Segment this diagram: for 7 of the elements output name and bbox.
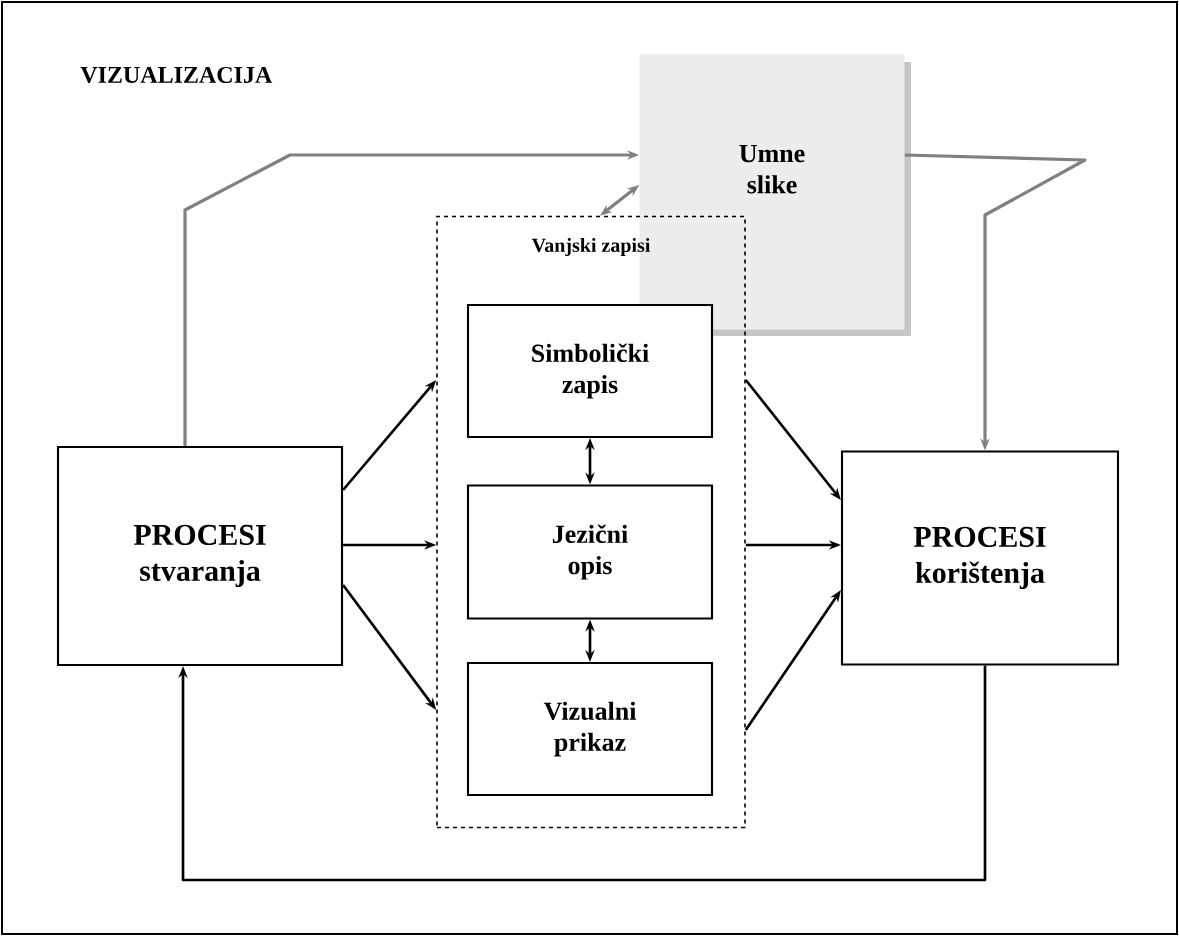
title: VIZUALIZACIJA [80, 66, 273, 84]
process-box: PROCESI korištenja [840, 450, 1120, 666]
representation-box: Vizualni prikaz [466, 661, 714, 797]
arrow [178, 665, 987, 882]
representation-box: Jezični opis [466, 484, 714, 620]
process-box: PROCESI stvaranja [56, 445, 344, 667]
representation-box: Simbolički zapis [466, 303, 714, 439]
